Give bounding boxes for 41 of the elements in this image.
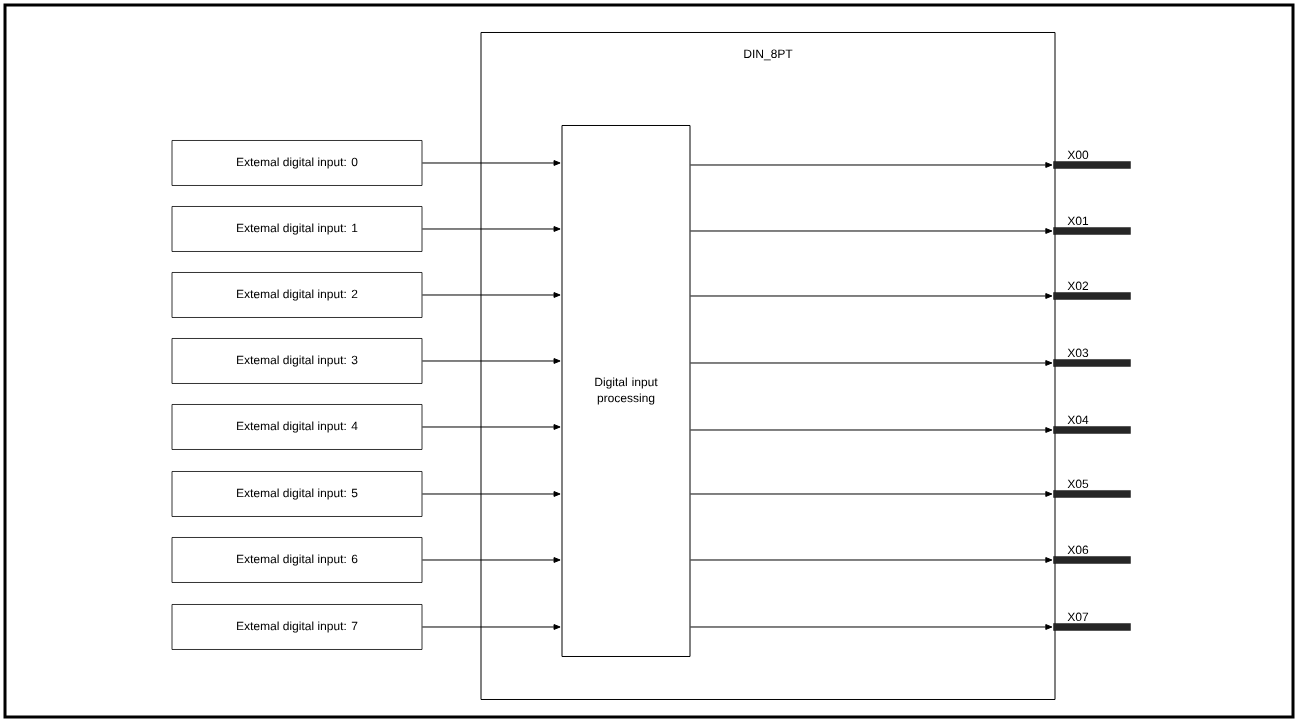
node-label: X07 (1067, 612, 1089, 622)
arrow (421, 358, 561, 364)
output-port: X01 (1053, 216, 1131, 235)
input-box: Extemal digital input: 0 (171, 140, 423, 186)
output-port: X05 (1053, 479, 1131, 498)
node-label: X05 (1067, 479, 1089, 489)
node-label: X04 (1067, 415, 1089, 425)
arrow (421, 160, 561, 166)
output-port: X06 (1053, 545, 1131, 564)
arrow (690, 491, 1053, 497)
output-port: X00 (1053, 150, 1131, 169)
arrow (421, 557, 561, 563)
input-box: Extemal digital input: 3 (171, 338, 423, 384)
output-port: X02 (1053, 281, 1131, 300)
arrow (690, 162, 1053, 168)
node-label: X00 (1067, 150, 1089, 160)
output-port: X04 (1053, 415, 1131, 434)
arrow (421, 226, 561, 232)
arrow (690, 293, 1053, 299)
arrow (421, 491, 561, 497)
arrow (421, 624, 561, 630)
input-box: Extemal digital input: 2 (171, 272, 423, 318)
input-box: Extemal digital input: 5 (171, 471, 423, 517)
arrow (421, 292, 561, 298)
output-port: X07 (1053, 612, 1131, 631)
arrow (421, 424, 561, 430)
process-box: Digital input processing (561, 125, 691, 657)
arrow (690, 557, 1053, 563)
input-box: Extemal digital input: 1 (171, 206, 423, 252)
input-box: Extemal digital input: 6 (171, 537, 423, 583)
node-label: X02 (1067, 281, 1089, 291)
input-box: Extemal digital input: 7 (171, 604, 423, 650)
node-label: X03 (1067, 348, 1089, 358)
arrow (690, 228, 1053, 234)
arrow (690, 427, 1053, 433)
arrow (690, 624, 1053, 630)
node-label: X06 (1067, 545, 1089, 555)
node-label: X01 (1067, 216, 1089, 226)
arrow (690, 360, 1053, 366)
input-box: Extemal digital input: 4 (171, 404, 423, 450)
output-port: X03 (1053, 348, 1131, 367)
